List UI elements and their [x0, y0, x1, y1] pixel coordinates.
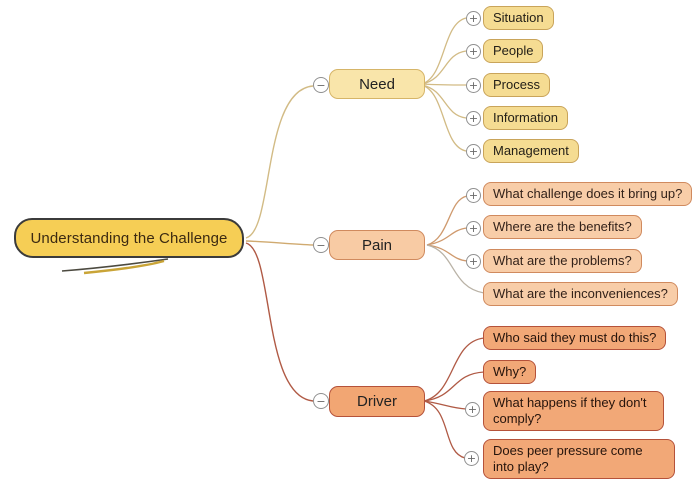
- node-what-challenge[interactable]: What challenge does it bring up?: [483, 181, 693, 206]
- branch-need[interactable]: Need: [329, 69, 425, 99]
- expand-icon-information[interactable]: +: [466, 110, 481, 126]
- node-people[interactable]: People: [483, 38, 544, 63]
- node-what-happens-comply[interactable]: What happens if they don't comply?: [483, 390, 664, 431]
- node-who-said[interactable]: Who said they must do this?: [483, 325, 667, 350]
- root-underline-gold: [83, 259, 165, 275]
- expand-icon-management[interactable]: +: [466, 143, 481, 159]
- expand-icon-problems[interactable]: +: [466, 253, 481, 269]
- node-inconveniences[interactable]: What are the inconveniences?: [483, 282, 678, 306]
- node-information[interactable]: Information: [483, 105, 569, 130]
- root-topic[interactable]: Understanding the Challenge: [14, 218, 244, 258]
- node-management[interactable]: Management: [483, 138, 579, 163]
- node-why[interactable]: Why?: [483, 359, 537, 384]
- collapse-icon-driver[interactable]: −: [313, 393, 329, 409]
- expand-icon-people[interactable]: +: [466, 43, 481, 59]
- expand-icon-process[interactable]: +: [466, 77, 481, 93]
- expand-icon-situation[interactable]: +: [466, 10, 481, 26]
- root-underline-dark: [61, 258, 169, 272]
- node-where-benefits[interactable]: Where are the benefits?: [483, 214, 642, 239]
- branch-pain[interactable]: Pain: [329, 230, 425, 260]
- expand-icon-benefits[interactable]: +: [466, 220, 481, 236]
- node-what-problems[interactable]: What are the problems?: [483, 248, 642, 273]
- collapse-icon-pain[interactable]: −: [313, 237, 329, 253]
- node-situation[interactable]: Situation: [483, 5, 554, 30]
- expand-icon-challenge-bring-up[interactable]: +: [466, 187, 481, 203]
- branch-driver[interactable]: Driver: [329, 386, 425, 417]
- expand-icon-comply[interactable]: +: [465, 401, 480, 417]
- expand-icon-peer-pressure[interactable]: +: [464, 450, 479, 466]
- collapse-icon-need[interactable]: −: [313, 77, 329, 93]
- node-peer-pressure[interactable]: Does peer pressure come into play?: [483, 438, 675, 479]
- node-process[interactable]: Process: [483, 72, 550, 97]
